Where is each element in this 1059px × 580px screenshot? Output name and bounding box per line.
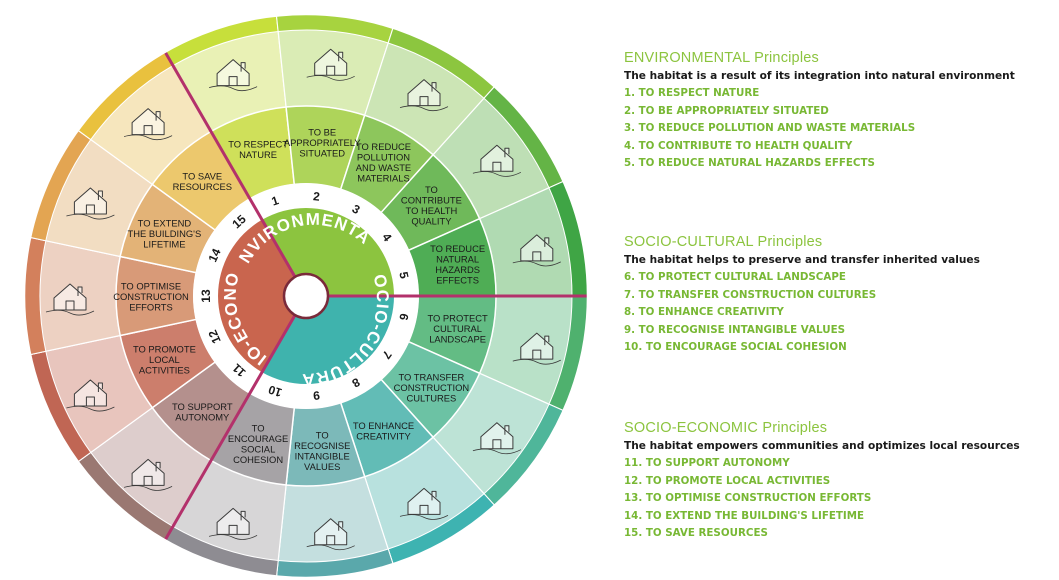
pillar-divider-line <box>163 51 297 278</box>
legend-item: 1. TO RESPECT NATURE <box>624 87 760 99</box>
legend-section-socio-cultural: SOCIO-CULTURAL Principles The habitat he… <box>624 234 1056 359</box>
legend-item: 13. TO OPTIMISE CONSTRUCTION EFFORTS <box>624 492 872 505</box>
house-sketch-icon <box>208 507 258 540</box>
house-sketch-icon <box>306 48 355 81</box>
legend-item: 5. TO REDUCE NATURAL HAZARDS EFFECTS <box>624 157 875 170</box>
house-sketch-icon <box>66 187 115 220</box>
principle-number-12: 12 <box>205 327 223 345</box>
principle-number-1: 1 <box>270 193 281 208</box>
house-sketch-icon <box>45 283 95 316</box>
principle-number-5: 5 <box>396 270 411 280</box>
house-sketch-icon <box>512 234 561 267</box>
legend-item: 12. TO PROMOTE LOCAL ACTIVITIES <box>624 474 831 487</box>
principle-number-9: 9 <box>312 388 320 403</box>
house-sketch-icon <box>399 79 449 112</box>
principle-number-13: 13 <box>199 289 213 303</box>
principle-number-6: 6 <box>396 312 411 322</box>
legend-title: SOCIO-ECONOMIC Principles <box>624 420 828 436</box>
house-sketch-icon <box>472 422 522 455</box>
center-hole-circle <box>282 272 330 320</box>
principle-number-14: 14 <box>205 246 223 264</box>
principle-number-10: 10 <box>266 382 283 400</box>
legend-subtitle: The habitat is a result of its integrati… <box>624 70 1015 82</box>
pillar-dividers <box>23 13 589 579</box>
legend-section-environmental: ENVIRONMENTAL Principles The habitat is … <box>624 50 1056 175</box>
principle-number-2: 2 <box>312 189 320 204</box>
pillar-core-eco <box>218 219 295 373</box>
house-sketch-icon <box>208 59 258 92</box>
legend-item: 2. TO BE APPROPRIATELY SITUATED <box>624 104 829 117</box>
legend-item: 10. TO ENCOURAGE SOCIAL COHESION <box>624 341 847 354</box>
legend-section-socio-economic: SOCIO-ECONOMIC Principles The habitat em… <box>624 420 1056 545</box>
sketch-illustrations <box>45 48 561 551</box>
legend-item: 14. TO EXTEND THE BUILDING'S LIFETIME <box>624 509 865 522</box>
house-sketch-icon <box>66 379 115 412</box>
legend-item: 11. TO SUPPORT AUTONOMY <box>624 457 790 469</box>
legend-item: 4. TO CONTRIBUTE TO HEALTH QUALITY <box>624 139 853 152</box>
legend-item: 3. TO REDUCE POLLUTION AND WASTE MATERIA… <box>624 122 916 135</box>
legend-subtitle: The habitat helps to preserve and transf… <box>624 254 980 266</box>
legend-item: 8. TO ENHANCE CREATIVITY <box>624 306 784 319</box>
center-hole <box>282 272 330 320</box>
legend-item: 7. TO TRANSFER CONSTRUCTION CULTURES <box>624 288 877 301</box>
legend-title: ENVIRONMENTAL Principles <box>624 50 819 66</box>
house-sketch-icon <box>306 518 355 551</box>
principle-label-ring <box>115 105 497 487</box>
house-sketch-icon <box>472 144 522 177</box>
house-sketch-icon <box>123 458 173 491</box>
house-sketch-icon <box>399 487 449 520</box>
legend-item: 9. TO RECOGNISE INTANGIBLE VALUES <box>624 323 846 336</box>
pillar-divider-line <box>163 314 297 541</box>
legend-title: SOCIO-CULTURAL Principles <box>624 234 823 250</box>
legend-subtitle: The habitat empowers communities and opt… <box>624 440 1020 452</box>
legend-item: 15. TO SAVE RESOURCES <box>624 527 768 540</box>
house-sketch-icon <box>123 108 173 141</box>
legend-item: 6. TO PROTECT CULTURAL LANDSCAPE <box>624 271 846 283</box>
house-sketch-icon <box>512 332 561 365</box>
